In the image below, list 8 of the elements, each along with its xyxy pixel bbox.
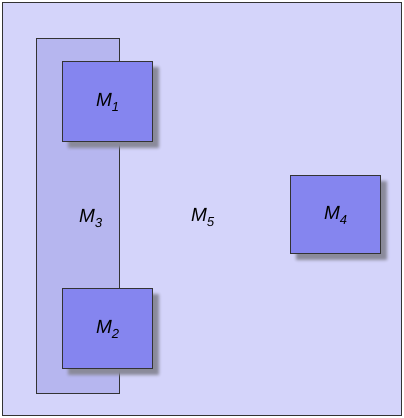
module-box: [62, 61, 153, 142]
node-label: M$_{5}$: [191, 206, 214, 228]
node-label: M$_{4}$: [324, 204, 348, 226]
node-label: M$_{2}$: [96, 318, 120, 340]
node-label: M$_{1}$: [96, 90, 120, 112]
module-box: [290, 175, 381, 254]
module-box: [62, 288, 153, 369]
node-label: M$_{3}$: [79, 207, 102, 229]
